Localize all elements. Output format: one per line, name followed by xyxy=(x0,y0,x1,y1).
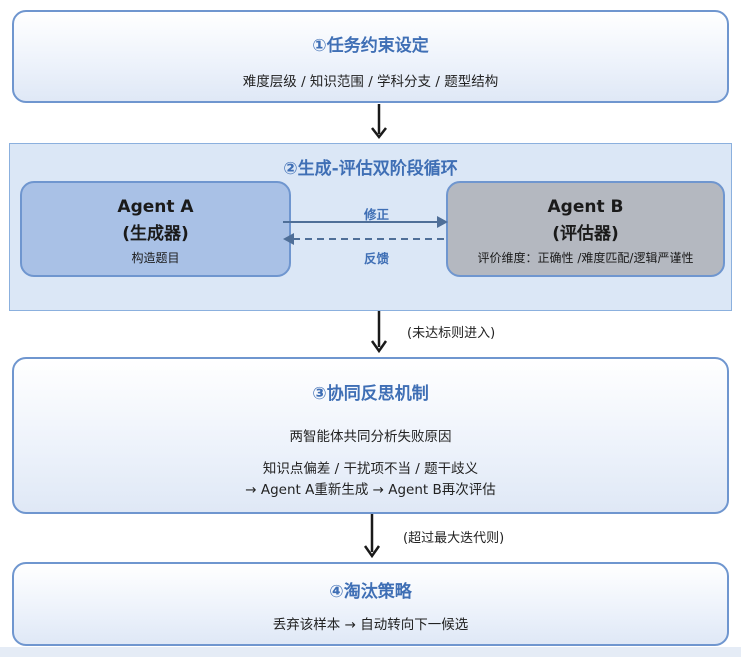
step1-detail: 难度层级 / 知识范围 / 学科分支 / 题型结构 xyxy=(242,74,499,90)
bottom-strip xyxy=(0,647,741,657)
agent-b-box: Agent B (评估器) 评价维度：正确性 /难度匹配/逻辑严谨性 xyxy=(446,181,725,277)
feedback-arrow xyxy=(283,233,449,245)
agent-a-task: 构造题目 xyxy=(131,251,180,265)
agent-a-box: Agent A (生成器) 构造题目 xyxy=(20,181,291,277)
transition-note-3: (超过最大迭代则) xyxy=(403,531,505,546)
arrow-down-3 xyxy=(363,514,381,559)
agent-a-role: (生成器) xyxy=(122,224,189,244)
step4-detail: 丢弃该样本 → 自动转向下一候选 xyxy=(272,617,469,633)
transition-note-2: (未达标则进入) xyxy=(407,326,496,341)
arrow-down-1 xyxy=(371,104,387,140)
step3-line1: 两智能体共同分析失败原因 xyxy=(289,429,452,445)
agent-a-name: Agent A xyxy=(117,197,194,217)
generate-evaluate-loop-panel: ②生成-评估双阶段循环 Agent A (生成器) 构造题目 Agent B (… xyxy=(9,143,732,311)
forward-arrow xyxy=(283,216,448,228)
agent-b-name: Agent B xyxy=(547,197,624,217)
task-constraint-box: ①任务约束设定 难度层级 / 知识范围 / 学科分支 / 题型结构 xyxy=(12,10,729,103)
step2-title: ②生成-评估双阶段循环 xyxy=(283,159,458,179)
elimination-strategy-box: ④淘汰策略 丢弃该样本 → 自动转向下一候选 xyxy=(12,562,729,646)
agent-b-criteria: 评价维度：正确性 /难度匹配/逻辑严谨性 xyxy=(477,251,694,265)
arrow-down-2 xyxy=(370,311,388,354)
step4-title: ④淘汰策略 xyxy=(329,582,412,602)
agent-b-role: (评估器) xyxy=(552,224,619,244)
feedback-label: 反馈 xyxy=(364,251,390,266)
step3-line3: → Agent A重新生成 → Agent B再次评估 xyxy=(245,482,496,498)
collaborative-reflection-box: ③协同反思机制 两智能体共同分析失败原因 知识点偏差 / 干扰项不当 / 题干歧… xyxy=(12,357,729,514)
step3-line2: 知识点偏差 / 干扰项不当 / 题干歧义 xyxy=(262,461,479,477)
step3-title: ③协同反思机制 xyxy=(312,384,429,404)
forward-label: 修正 xyxy=(364,207,390,222)
step1-title: ①任务约束设定 xyxy=(312,36,429,56)
